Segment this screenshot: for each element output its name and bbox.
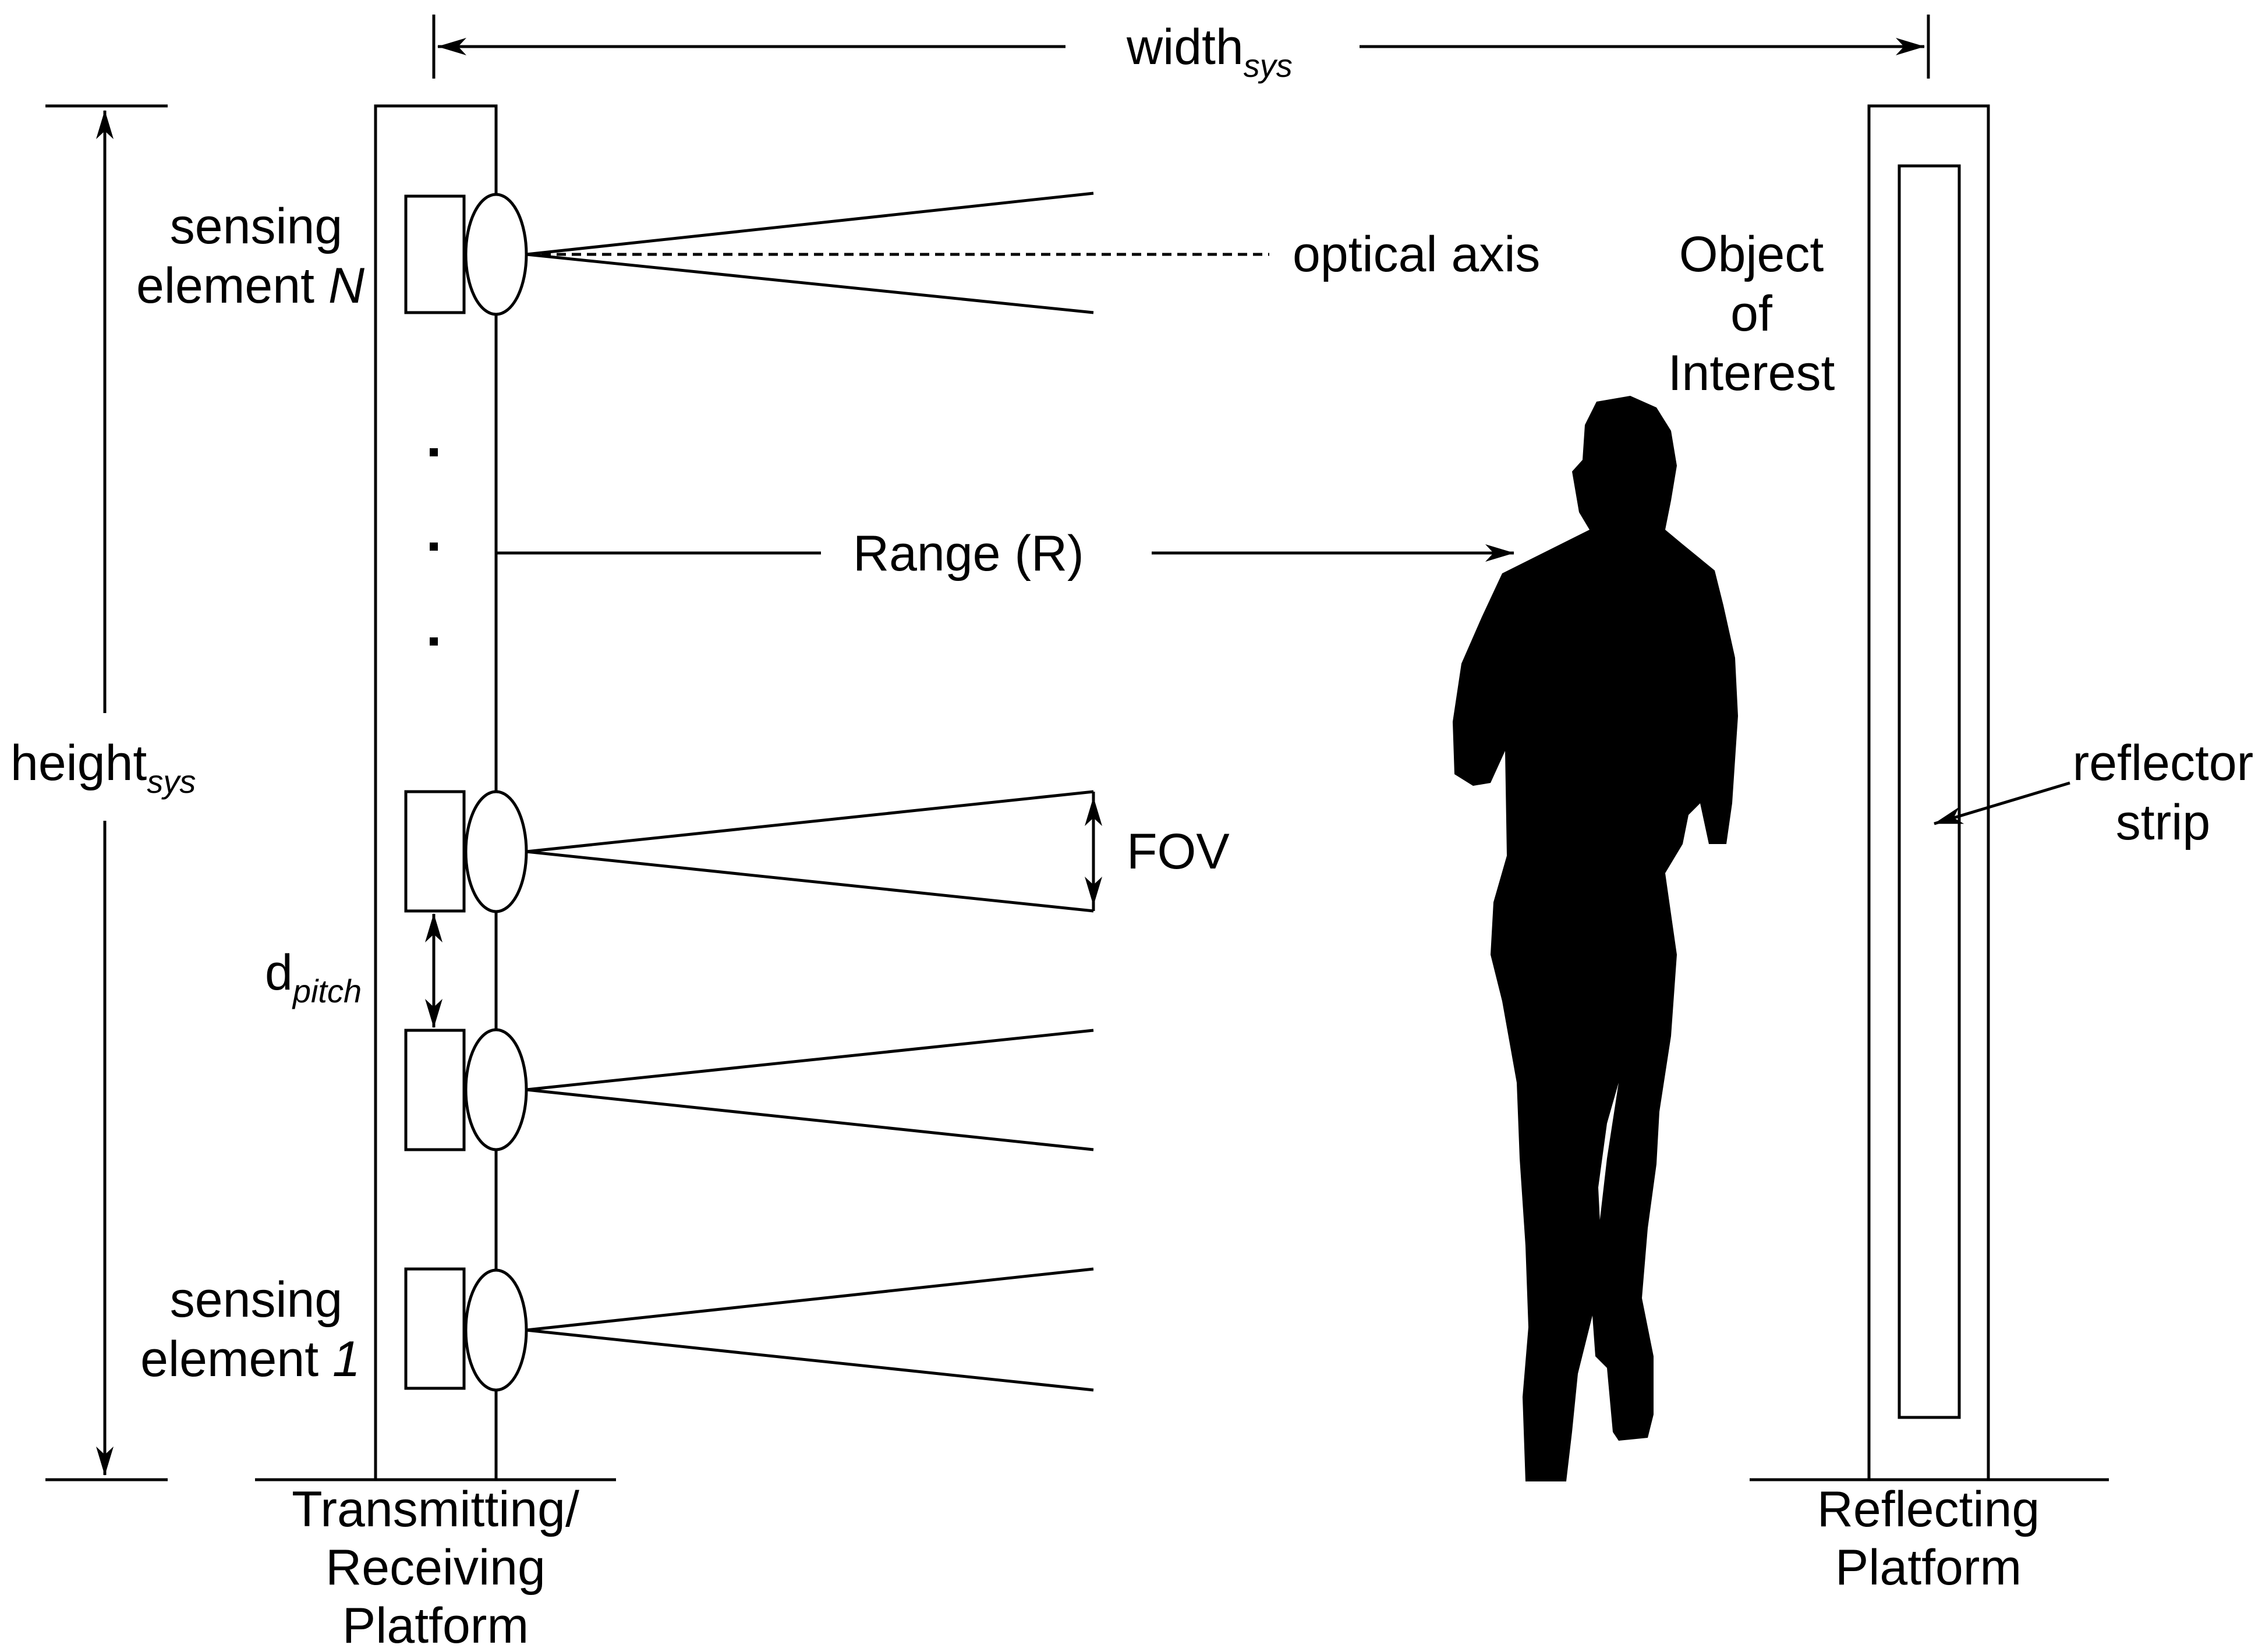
width-dimension: widthsys [432,15,1930,84]
object-line3: Interest [1668,345,1835,401]
fov-label: FOV [1127,824,1230,880]
sensing-element-n-line2: element N [136,258,365,314]
sensing-element-n [404,192,1269,316]
object-line1: Object [1679,226,1824,282]
reflecting-platform: Reflecting Platform [1750,104,2109,1596]
height-dimension: heightsys [10,104,196,1481]
sensing-element-1-line2: element 1 [140,1331,360,1387]
dpitch-label: dpitch [265,945,362,1009]
sensing-element-2 [404,1028,1094,1151]
person-silhouette-icon [1453,396,1738,1481]
object-line2: of [1730,286,1773,342]
tx-platform-line2: Receiving [325,1540,546,1596]
range-label: Range (R) [853,526,1084,582]
tx-platform-line1: Transmitting/ [292,1481,579,1537]
sensing-element-1 [404,1267,1094,1392]
tx-platform-line3: Platform [342,1598,529,1652]
rx-platform-line1: Reflecting [1817,1481,2040,1537]
rx-platform-line2: Platform [1835,1540,2022,1596]
optical-axis-label: optical axis [1293,226,1540,282]
sensing-element-1-line1: sensing [170,1272,342,1328]
reflector-label-line2: strip [2116,795,2210,850]
width-sys-label: widthsys [1126,19,1293,84]
sensing-element-n-line1: sensing [170,198,342,254]
transmitting-receiving-platform: Transmitting/ Receiving Platform [255,104,616,1652]
dpitch-dimension: dpitch [265,913,443,1028]
sensing-element-fov: FOV [404,790,1230,913]
ellipsis-dots [430,448,438,646]
height-sys-label: heightsys [10,735,196,800]
reflector-label-line1: reflector [2073,735,2254,791]
reflector-arrow [1934,781,2070,825]
range-indicator: Range (R) [496,526,1514,582]
reflector-strip [1898,164,1961,1419]
